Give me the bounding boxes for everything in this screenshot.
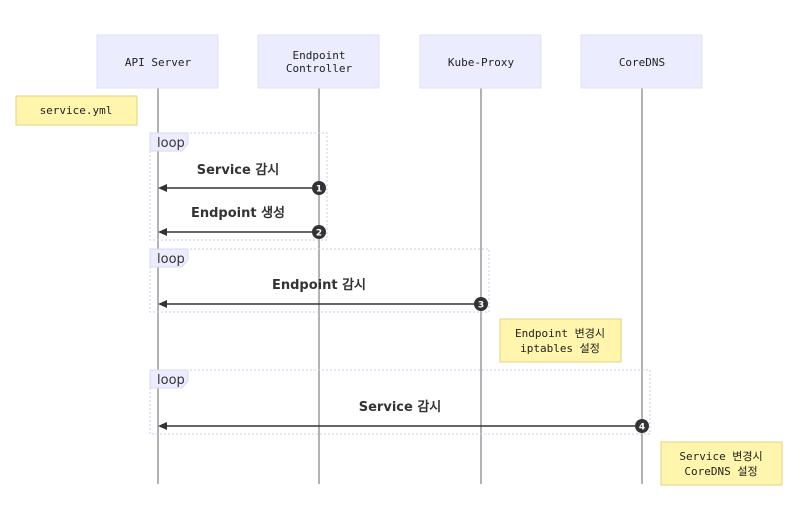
message-4-text: Service 감시 bbox=[359, 400, 442, 415]
note-endpoint-iptables: Endpoint 변경시 iptables 설정 bbox=[499, 318, 622, 363]
message-4: Service 감시 4 bbox=[158, 400, 649, 433]
message-1-text: Service 감시 bbox=[197, 163, 280, 178]
loop-label-1: loop bbox=[157, 136, 185, 151]
loop-frame-2: loop bbox=[149, 248, 490, 313]
actor-coredns: CoreDNS bbox=[580, 34, 703, 89]
loop-frame-1: loop bbox=[149, 132, 328, 241]
sequence-number-3 bbox=[474, 297, 488, 311]
sequence-number-1 bbox=[312, 181, 326, 195]
sequence-number-1-text: 1 bbox=[316, 185, 322, 195]
sequence-number-2-text: 2 bbox=[316, 229, 322, 239]
sequence-number-4 bbox=[635, 419, 649, 433]
actor-api-server-label: API Server bbox=[125, 56, 192, 69]
actor-kube-proxy: Kube-Proxy bbox=[419, 34, 542, 89]
message-3: Endpoint 감시 3 bbox=[158, 278, 488, 311]
note-service-coredns: Service 변경시 CoreDNS 설정 bbox=[660, 441, 783, 486]
loop-label-3: loop bbox=[157, 373, 185, 388]
note-service-coredns-line1: Service 변경시 bbox=[679, 450, 762, 463]
actor-endpoint-controller: Endpoint Controller bbox=[257, 34, 380, 89]
message-1: Service 감시 1 bbox=[158, 163, 326, 195]
note-endpoint-iptables-line1: Endpoint 변경시 bbox=[515, 327, 605, 340]
sequence-number-3-text: 3 bbox=[478, 301, 484, 311]
message-2: Endpoint 생성 2 bbox=[158, 206, 326, 239]
actor-coredns-label: CoreDNS bbox=[619, 56, 665, 69]
loop-label-2: loop bbox=[157, 252, 185, 267]
actor-endpoint-controller-label-line2: Controller bbox=[286, 62, 353, 75]
note-endpoint-iptables-line2: iptables 설정 bbox=[520, 342, 600, 355]
actor-kube-proxy-label: Kube-Proxy bbox=[448, 56, 515, 69]
message-3-text: Endpoint 감시 bbox=[272, 278, 366, 293]
note-service-yml-text: service.yml bbox=[40, 104, 113, 117]
loop-frame-3: loop bbox=[149, 369, 651, 435]
sequence-number-4-text: 4 bbox=[639, 423, 645, 433]
actor-api-server: API Server bbox=[96, 34, 219, 89]
message-2-text: Endpoint 생성 bbox=[191, 206, 285, 221]
note-service-yml: service.yml bbox=[15, 95, 138, 126]
sequence-number-2 bbox=[312, 225, 326, 239]
actor-endpoint-controller-label-line1: Endpoint bbox=[293, 49, 346, 62]
note-service-coredns-line2: CoreDNS 설정 bbox=[684, 465, 757, 478]
